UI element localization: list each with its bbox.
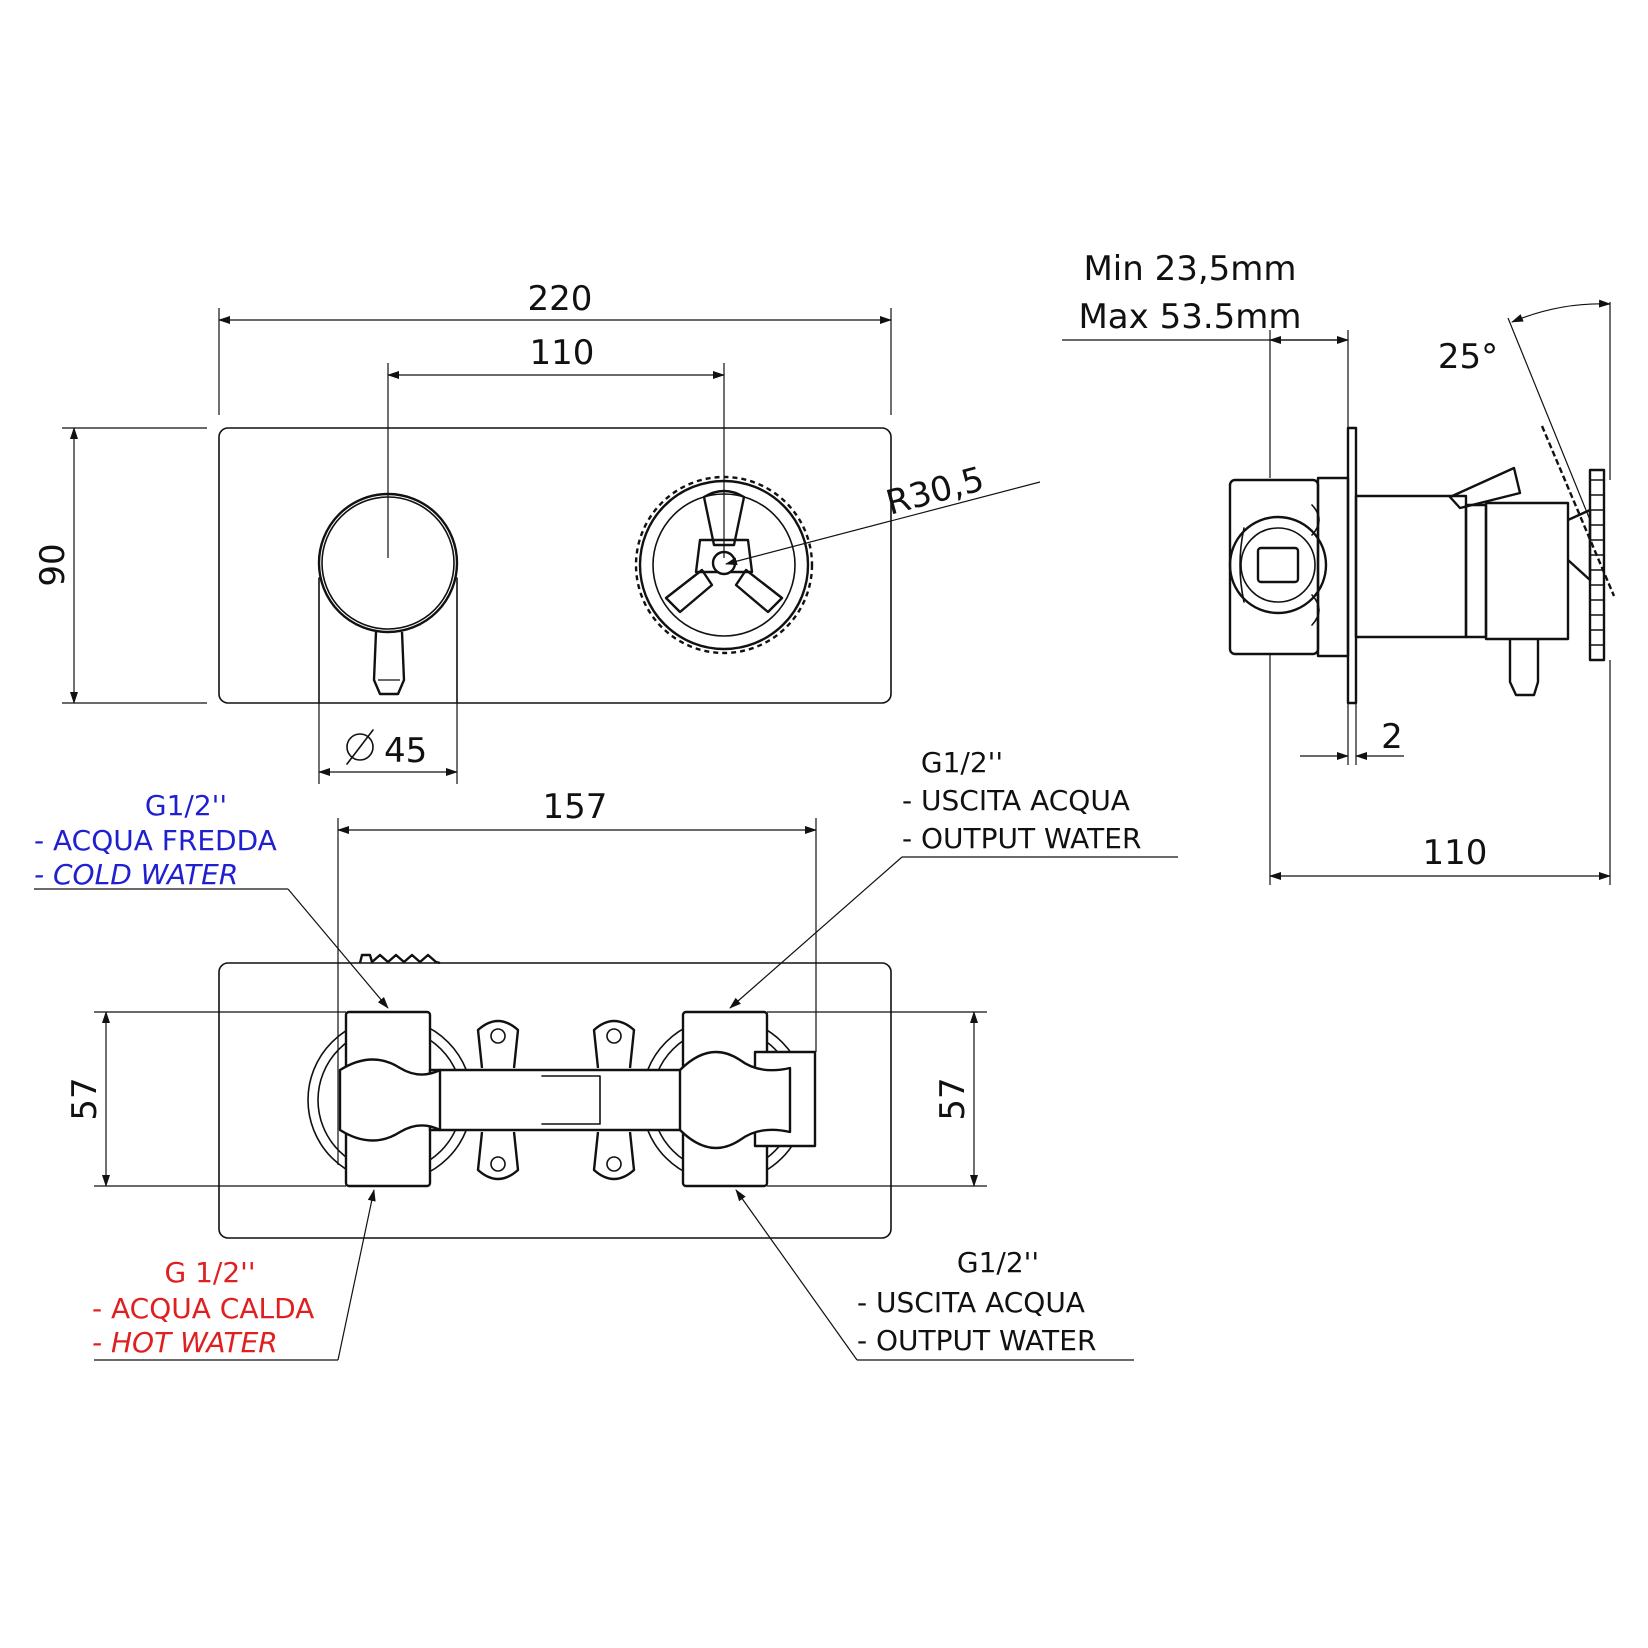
cold-en: - COLD WATER — [34, 858, 238, 891]
dim-height-90: 90 — [33, 427, 207, 704]
dim-connection-spacing-157: 157 — [337, 787, 817, 1165]
hot-size: G 1/2'' — [164, 1256, 255, 1289]
cold-it: - ACQUA FREDDA — [34, 824, 277, 857]
knob-spacing-label: 110 — [530, 333, 595, 373]
side-view: Min 23,5mm Max 53.5mm 25° 2 110 — [1062, 249, 1616, 885]
leader-output-bottom — [735, 1189, 1134, 1361]
valve-body-side — [1228, 426, 1570, 705]
output-top-it: - USCITA ACQUA — [902, 784, 1130, 817]
wheel-handle-side — [1540, 425, 1616, 662]
valve-body-rear — [307, 1010, 817, 1188]
height-label: 90 — [33, 543, 73, 586]
output-bottom-size: G1/2'' — [957, 1246, 1039, 1279]
height-right-label: 57 — [933, 1077, 973, 1120]
angle-label: 25° — [1438, 337, 1498, 377]
label-output-bottom: G1/2'' - USCITA ACQUA - OUTPUT WATER — [857, 1246, 1096, 1357]
width-total-label: 220 — [528, 279, 593, 319]
dim-wheel-radius: R30,5 — [725, 459, 1041, 566]
label-hot-water: G 1/2'' - ACQUA CALDA - HOT WATER — [92, 1256, 314, 1359]
output-bottom-en: - OUTPUT WATER — [857, 1324, 1096, 1357]
rear-view: 157 57 57 — [34, 746, 1178, 1361]
diameter-icon — [346, 729, 374, 765]
label-cold-water: G1/2'' - ACQUA FREDDA - COLD WATER — [34, 789, 277, 891]
height-left-label: 57 — [65, 1077, 105, 1120]
dim-depth-min-max: Min 23,5mm Max 53.5mm — [1062, 249, 1349, 478]
depth-max-label: Max 53.5mm — [1078, 297, 1301, 337]
side-depth-label: 110 — [1423, 833, 1488, 873]
dim-side-depth-110: 110 — [1269, 654, 1611, 885]
rear-cover-plate — [218, 962, 892, 1239]
output-top-en: - OUTPUT WATER — [902, 822, 1141, 855]
connection-spacing-label: 157 — [543, 787, 608, 827]
output-bottom-it: - USCITA ACQUA — [857, 1286, 1085, 1319]
wheel-radius-label: R30,5 — [882, 459, 988, 523]
dim-knob-diameter-45: 45 — [318, 703, 458, 784]
dim-angle-25: 25° — [1438, 299, 1611, 521]
leader-cold — [34, 888, 389, 1009]
hot-it: - ACQUA CALDA — [92, 1292, 314, 1325]
dim-knob-spacing-110: 110 — [387, 333, 725, 558]
leader-hot — [94, 1189, 376, 1361]
cold-size: G1/2'' — [145, 789, 227, 822]
knob-diameter-label: 45 — [384, 731, 427, 771]
dim-width-220: 220 — [218, 279, 892, 415]
dim-height-57-left: 57 — [65, 1011, 346, 1187]
plate-thickness-label: 2 — [1381, 717, 1403, 757]
front-cover-plate — [218, 427, 892, 704]
dim-height-57-right: 57 — [767, 1011, 987, 1187]
front-view: 220 110 90 45 R30,5 — [33, 279, 1041, 784]
label-output-top: G1/2'' - USCITA ACQUA - OUTPUT WATER — [902, 746, 1141, 855]
depth-min-label: Min 23,5mm — [1083, 249, 1296, 289]
dim-plate-2: 2 — [1300, 703, 1404, 765]
leader-output-top — [729, 856, 1178, 1009]
output-top-size: G1/2'' — [921, 746, 1003, 779]
mounting-lugs — [476, 1019, 636, 1181]
hot-en: - HOT WATER — [92, 1326, 278, 1359]
